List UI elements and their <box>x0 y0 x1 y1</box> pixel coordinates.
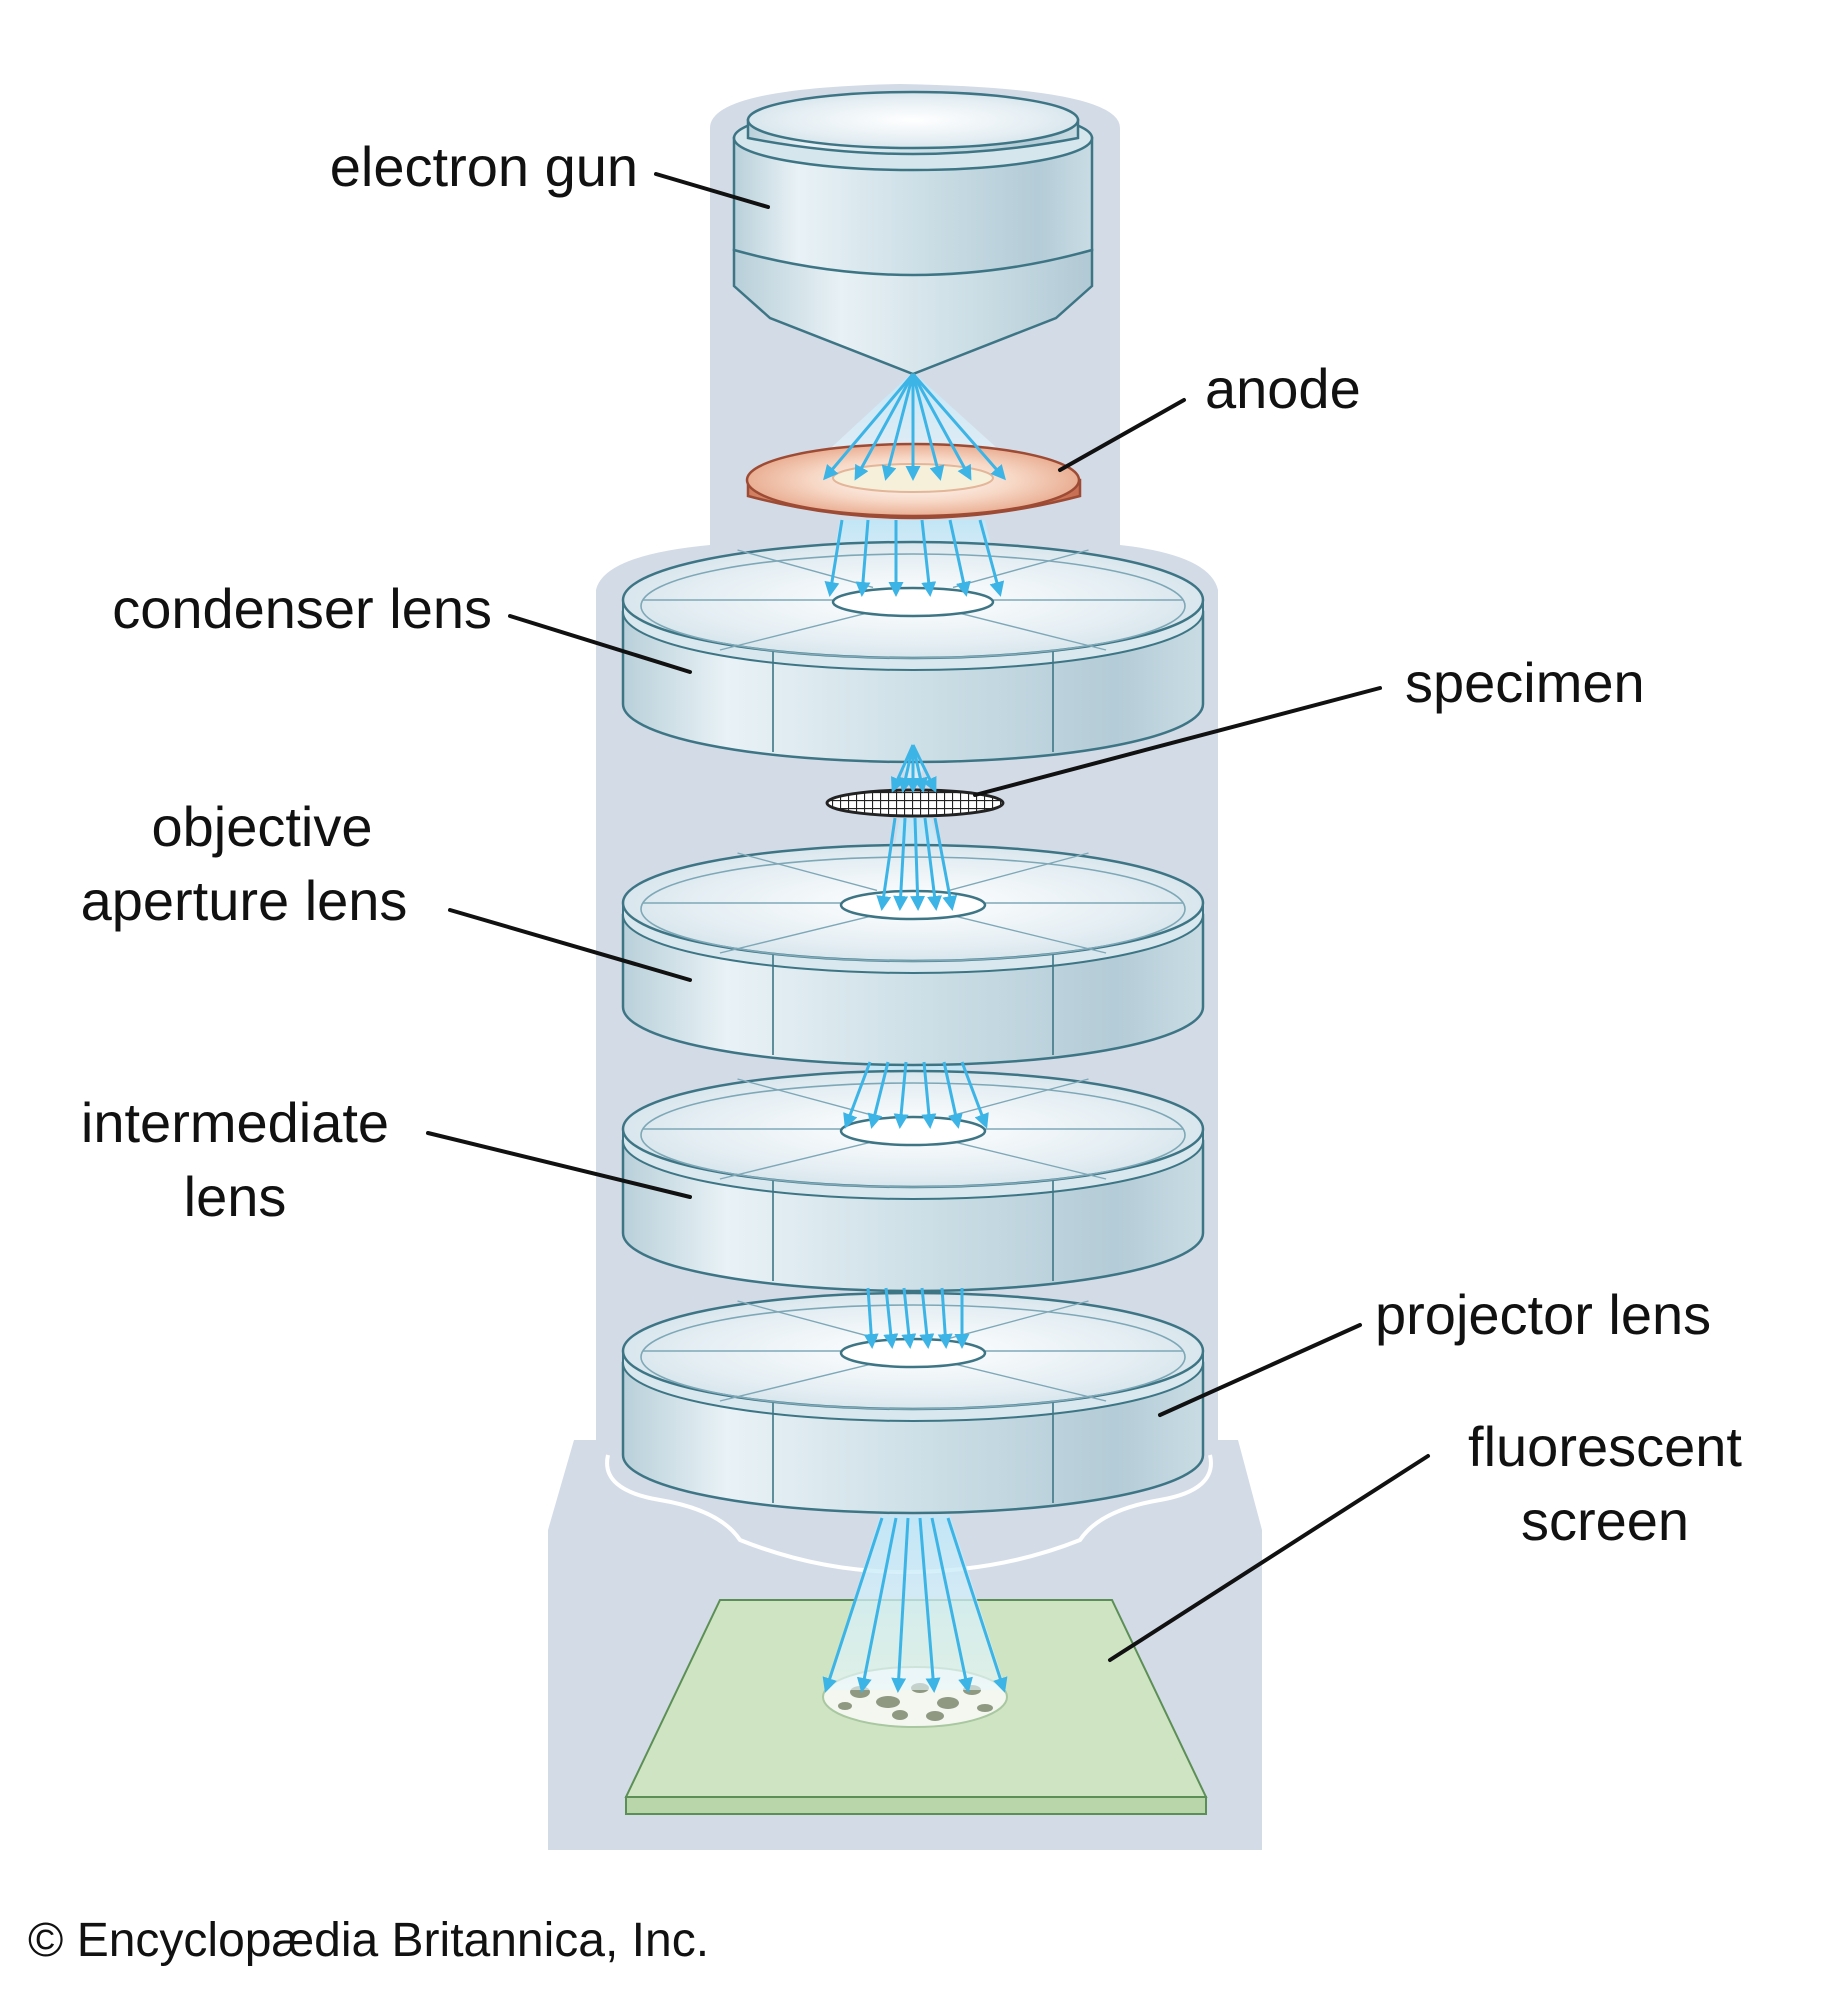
electron-arrows <box>822 373 1008 1693</box>
label-objective-line1: objective <box>151 795 372 858</box>
leader-intermediate <box>426 1131 692 1199</box>
leader-lines <box>426 172 1430 1662</box>
label-intermediate-line2: lens <box>184 1165 287 1228</box>
label-condenser-lens: condenser lens <box>112 577 492 640</box>
label-specimen: specimen <box>1405 651 1645 714</box>
leader-fluorescent-screen <box>1108 1454 1430 1662</box>
leader-specimen <box>973 686 1382 797</box>
leader-condenser-lens <box>508 614 692 674</box>
arrows-objective-to-intermediate <box>843 1061 989 1129</box>
electron-gun-icon <box>732 90 1094 376</box>
intermediate-lens-icon <box>621 1069 1205 1293</box>
objective-aperture-lens-icon <box>621 843 1205 1067</box>
label-projector-lens: projector lens <box>1375 1283 1711 1346</box>
label-objective-line2: aperture lens <box>81 869 408 932</box>
leader-electron-gun <box>654 172 770 209</box>
condenser-lens-icon <box>621 540 1205 764</box>
label-anode: anode <box>1205 357 1361 420</box>
arrows-specimen-to-objective <box>876 817 958 911</box>
label-intermediate-line1: intermediate <box>81 1091 389 1154</box>
leader-anode <box>1058 398 1186 472</box>
projector-lens-icon <box>621 1291 1205 1515</box>
copyright-credit: © Encyclopædia Britannica, Inc. <box>28 1914 709 1967</box>
arrows-anode-to-condenser <box>824 519 1005 597</box>
arrows-projector-to-screen <box>822 1517 1008 1693</box>
arrows-intermediate-to-projector <box>863 1287 970 1349</box>
label-fluorescent-line2: screen <box>1521 1489 1689 1552</box>
arrows-gun-to-anode <box>823 373 1006 481</box>
leader-projector-lens <box>1158 1323 1362 1417</box>
label-electron-gun: electron gun <box>330 135 638 198</box>
lens-stack <box>621 540 1205 1515</box>
arrows-condenser-to-specimen <box>891 744 937 793</box>
leader-objective <box>448 908 692 982</box>
label-fluorescent-line1: fluorescent <box>1468 1415 1742 1478</box>
